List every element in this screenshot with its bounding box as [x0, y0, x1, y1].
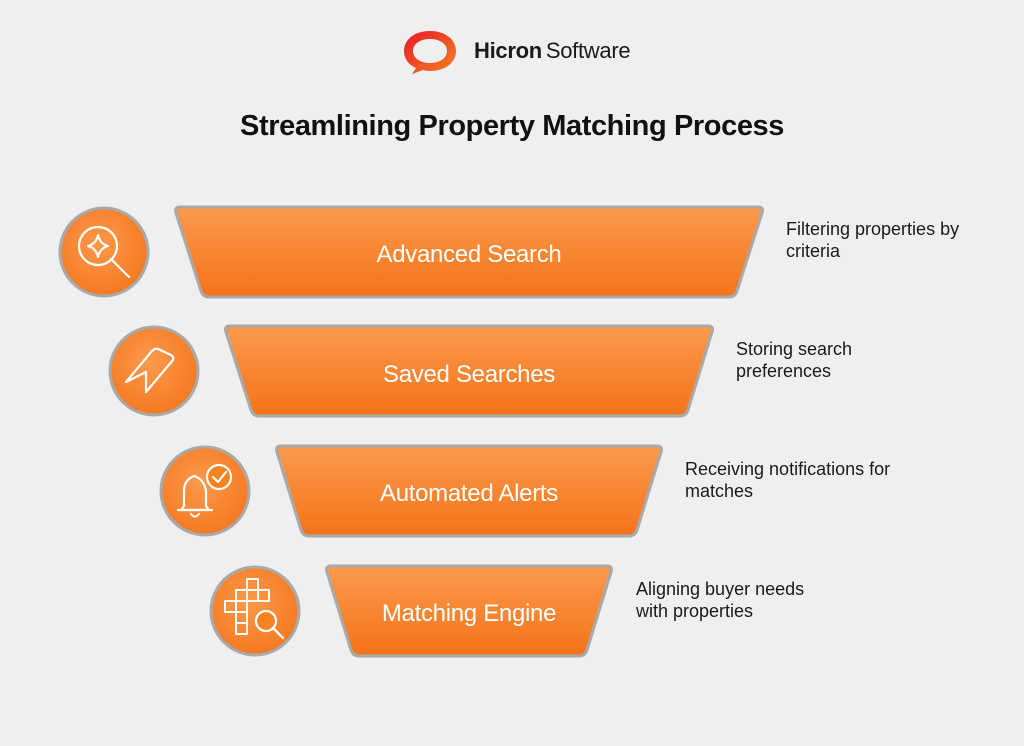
puzzle-search-icon [209, 565, 301, 657]
page-title: Streamlining Property Matching Process [240, 110, 784, 142]
funnel-band-1 [174, 205, 764, 299]
search-sparkle-icon [58, 206, 150, 298]
funnel-band-4 [325, 564, 613, 658]
funnel-step-label: Saved Searches [383, 361, 555, 388]
funnel-band-3 [275, 444, 663, 538]
brand-name-bold: Hicron [474, 38, 542, 63]
speech-bubble-logo-icon [404, 31, 456, 74]
brand-name-light: Software [545, 38, 631, 63]
bookmark-icon [108, 325, 200, 417]
step-description: Filtering properties by criteria [786, 219, 960, 261]
funnel-step-2: Saved Searches [108, 324, 714, 418]
step-description: Storing search preferences [736, 339, 853, 381]
funnel-step-label: Matching Engine [382, 600, 556, 627]
funnel-step-3: Automated Alerts [159, 444, 663, 538]
funnel-step-label: Advanced Search [377, 241, 562, 268]
step-description: Aligning buyer needs with properties [636, 579, 805, 621]
bell-check-icon [159, 445, 251, 537]
funnel-step-label: Automated Alerts [380, 480, 558, 507]
funnel-band-2 [224, 324, 714, 418]
funnel-step-4: Matching Engine [209, 564, 613, 658]
funnel-step-1: Advanced Search [58, 205, 764, 299]
step-description: Receiving notifications for matches [685, 459, 891, 501]
